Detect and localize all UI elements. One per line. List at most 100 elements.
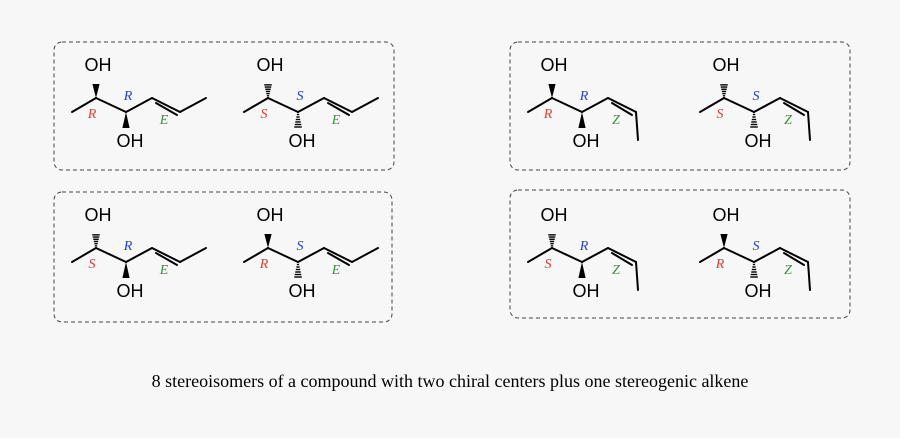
hydroxyl-bottom: OH [117, 281, 144, 301]
bond-terminal-methyl [807, 261, 811, 291]
stereo-bond-c1 [548, 84, 556, 98]
stereo-bond-c2 [294, 113, 302, 128]
hydroxyl-bottom: OH [289, 281, 316, 301]
bond-methyl [243, 247, 269, 263]
bond-methyl [527, 97, 553, 113]
bond-c2-c3 [753, 97, 781, 113]
config-label-c2: S [297, 239, 304, 254]
stereo-bond-c2 [750, 113, 758, 128]
bond-terminal-methyl [179, 247, 207, 263]
molecule-7: OH OH S R Z [527, 205, 639, 301]
alkene-bond [607, 247, 637, 263]
config-label-c1: R [87, 107, 97, 122]
alkene-bond [151, 247, 181, 263]
alkene-config-label: Z [612, 113, 620, 128]
alkene-config-label: E [159, 113, 169, 128]
config-label-c1: S [545, 257, 552, 272]
bond-c1-c2 [95, 97, 127, 113]
bond-c1-c2 [267, 97, 299, 113]
hydroxyl-top: OH [713, 55, 740, 75]
alkene-bond-inner [611, 252, 633, 266]
config-label-c2: R [579, 239, 589, 254]
alkene-config-label: Z [784, 113, 792, 128]
bond-c2-c3 [297, 97, 325, 113]
stereo-bond-c1 [548, 234, 556, 247]
bond-terminal-methyl [635, 111, 639, 141]
bond-c2-c3 [581, 97, 609, 113]
bond-c1-c2 [723, 97, 755, 113]
stereo-bond-c2 [578, 112, 586, 128]
bond-methyl [699, 97, 725, 113]
config-label-c2: S [753, 239, 760, 254]
dashed-border [53, 191, 393, 323]
hydroxyl-top: OH [713, 205, 740, 225]
stereo-bond-c1 [720, 84, 728, 97]
alkene-bond [779, 247, 809, 263]
dashed-border [53, 41, 395, 171]
stereo-bond-c2 [122, 112, 130, 128]
hydroxyl-bottom: OH [117, 131, 144, 151]
stereo-bond-c1 [264, 234, 272, 248]
alkene-bond-inner [327, 102, 350, 116]
stereo-bond-c2 [294, 263, 302, 278]
alkene-bond-inner [783, 102, 805, 116]
alkene-bond [323, 97, 353, 113]
hydroxyl-bottom: OH [573, 131, 600, 151]
bond-terminal-methyl [807, 111, 811, 141]
bond-c1-c2 [267, 247, 299, 263]
alkene-bond [323, 247, 353, 263]
hydroxyl-bottom: OH [745, 281, 772, 301]
bond-c2-c3 [125, 247, 153, 263]
alkene-bond-inner [327, 252, 350, 266]
hydroxyl-bottom: OH [289, 131, 316, 151]
stereo-bond-c1 [720, 234, 728, 248]
alkene-config-label: Z [612, 263, 620, 278]
alkene-bond-inner [155, 102, 178, 116]
alkene-bond-inner [155, 252, 178, 266]
alkene-config-label: Z [784, 263, 792, 278]
caption: 8 stereoisomers of a compound with two c… [151, 371, 749, 391]
hydroxyl-top: OH [541, 205, 568, 225]
alkene-config-label: E [159, 263, 169, 278]
bond-methyl [527, 247, 553, 263]
config-label-c2: S [753, 89, 760, 104]
hydroxyl-bottom: OH [745, 131, 772, 151]
bond-methyl [699, 247, 725, 263]
bond-c2-c3 [581, 247, 609, 263]
config-label-c2: S [297, 89, 304, 104]
bond-terminal-methyl [635, 261, 639, 291]
alkene-bond [607, 97, 637, 113]
bond-c1-c2 [723, 247, 755, 263]
bond-terminal-methyl [179, 97, 207, 113]
stereo-bond-c1 [92, 84, 100, 98]
alkene-bond [151, 97, 181, 113]
bond-methyl [71, 97, 97, 113]
bond-c1-c2 [551, 97, 583, 113]
hydroxyl-top: OH [257, 55, 284, 75]
bond-c1-c2 [95, 247, 127, 263]
stereo-bond-c2 [122, 262, 130, 278]
molecule-1: OH OH R R E [71, 55, 207, 151]
bond-methyl [243, 97, 269, 113]
hydroxyl-bottom: OH [573, 281, 600, 301]
config-label-c2: R [579, 89, 589, 104]
bond-c1-c2 [551, 247, 583, 263]
dashed-border [509, 41, 851, 171]
stereo-bond-c2 [750, 263, 758, 278]
stereo-bond-c2 [578, 262, 586, 278]
bond-methyl [71, 247, 97, 263]
config-label-c1: R [543, 107, 553, 122]
alkene-bond-inner [611, 102, 633, 116]
config-label-c2: R [123, 89, 133, 104]
hydroxyl-top: OH [85, 55, 112, 75]
alkene-bond [779, 97, 809, 113]
